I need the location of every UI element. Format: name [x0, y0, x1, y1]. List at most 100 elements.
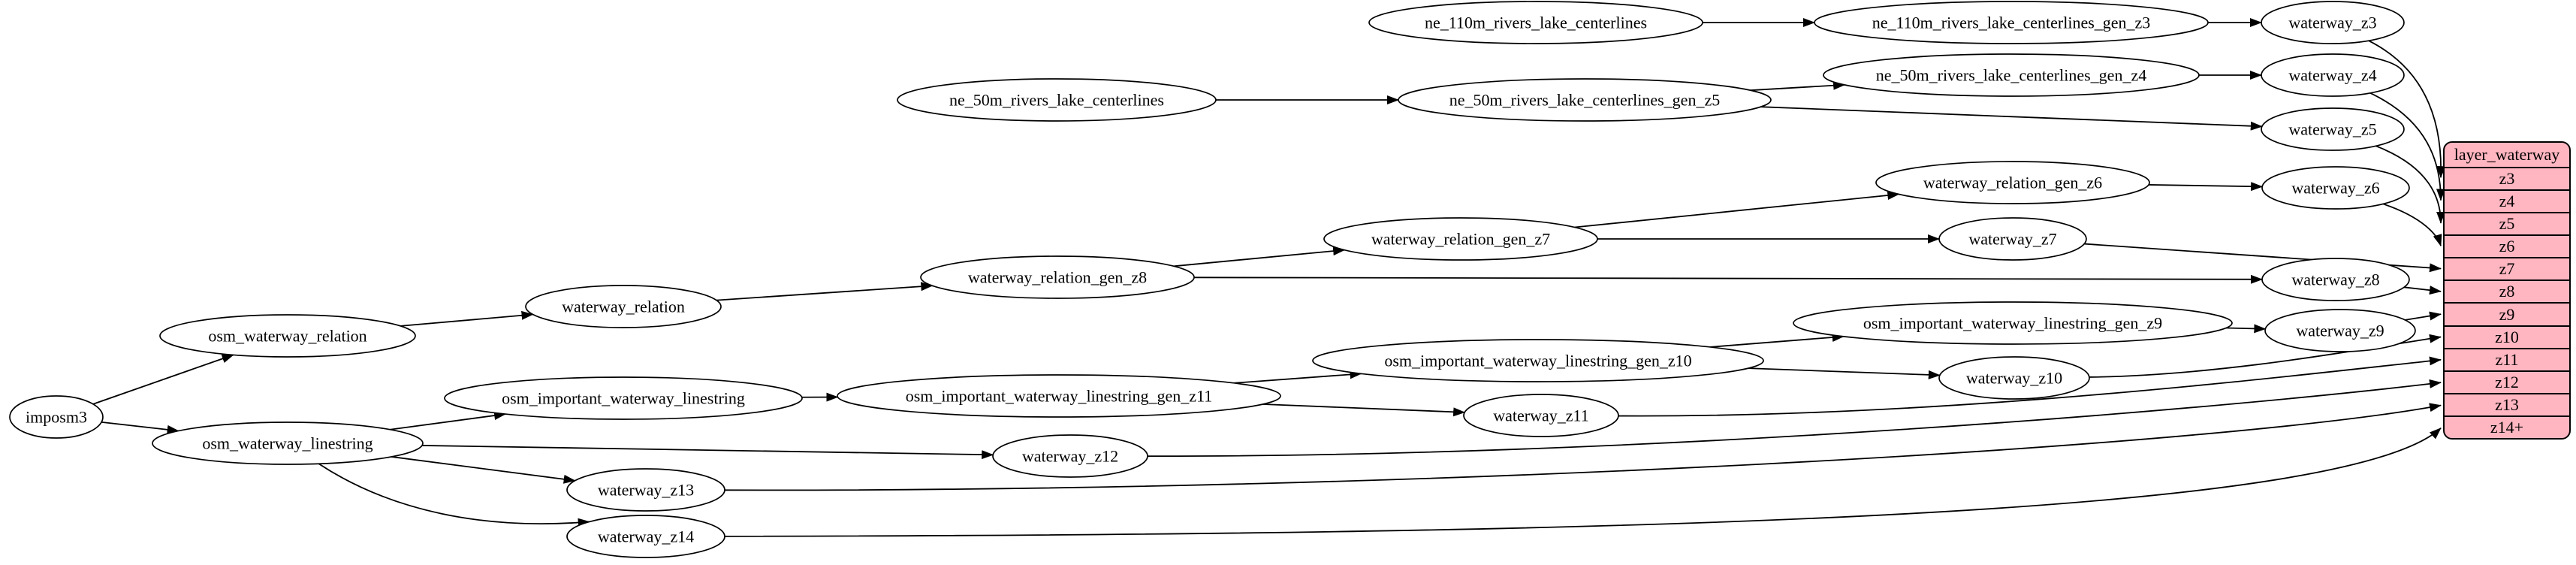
node-osm_important_waterway_linestring_gen_z9: osm_important_waterway_linestring_gen_z9: [1793, 301, 2233, 345]
edge-waterway_z3-to-layer_waterway-z3: [2368, 40, 2446, 179]
node-label: waterway_relation_gen_z6: [1923, 174, 2102, 192]
node-label: waterway_relation: [562, 298, 685, 316]
node-ellipse: [566, 468, 725, 512]
table-row-z7: z7: [2445, 258, 2569, 282]
node-waterway_z14: waterway_z14: [566, 515, 725, 558]
node-waterway_z3: waterway_z3: [2261, 1, 2405, 44]
node-label: waterway_z11: [1493, 406, 1588, 425]
table-row-z9: z9: [2445, 304, 2569, 327]
edge-waterway_relation_gen_z6-to-waterway_z6: [2148, 182, 2264, 192]
node-label: ne_50m_rivers_lake_centerlines_gen_z5: [1449, 91, 1720, 110]
edge-waterway_z11-to-layer_waterway-z11: [1618, 356, 2442, 417]
node-ellipse: [1463, 394, 1619, 437]
edge-osm_waterway_linestring-to-waterway_z12: [422, 445, 994, 460]
node-waterway_relation_gen_z7: waterway_relation_gen_z7: [1323, 217, 1598, 261]
node-ellipse: [152, 421, 424, 465]
edge-waterway_z13-to-layer_waterway-z13: [724, 403, 2442, 491]
node-ellipse: [9, 395, 104, 439]
node-label: waterway_relation_gen_z7: [1371, 230, 1550, 249]
node-label: waterway_z10: [1966, 369, 2062, 388]
node-label: ne_110m_rivers_lake_centerlines: [1425, 14, 1647, 32]
node-ellipse: [1814, 1, 2209, 44]
node-label: osm_important_waterway_linestring_gen_z1…: [906, 387, 1213, 406]
node-waterway_z7: waterway_z7: [1938, 217, 2087, 261]
edge-waterway_z8-to-layer_waterway-z8: [2404, 286, 2442, 295]
edge-waterway_z5-to-layer_waterway-z5: [2375, 145, 2445, 224]
edge-osm_important_waterway_linestring_gen_z9-to-waterway_z9: [2225, 324, 2267, 334]
node-label: ne_50m_rivers_lake_centerlines: [949, 91, 1164, 110]
table-row-z3: z3: [2445, 168, 2569, 192]
edge-waterway_relation-to-waterway_relation_gen_z8: [716, 282, 934, 301]
node-waterway_z5: waterway_z5: [2261, 107, 2405, 151]
node-ellipse: [1938, 217, 2087, 261]
node-label: waterway_z3: [2288, 14, 2376, 32]
node-ellipse: [1938, 356, 2090, 400]
table-row-z5: z5: [2445, 213, 2569, 237]
edge-osm_important_waterway_linestring_gen_z10-to-waterway_z10: [1748, 367, 1941, 379]
node-ellipse: [2261, 107, 2405, 151]
table-row-z13: z13: [2445, 394, 2569, 417]
node-waterway_relation_gen_z8: waterway_relation_gen_z8: [920, 255, 1195, 299]
edge-waterway_z14-to-layer_waterway-z14+: [724, 428, 2442, 537]
node-label: waterway_z4: [2288, 66, 2376, 85]
edge-osm_important_waterway_linestring_gen_z11-to-waterway_z11: [1262, 403, 1466, 417]
table-row-z14+: z14+: [2490, 417, 2524, 437]
edge-waterway_z9-to-layer_waterway-z9: [2405, 311, 2442, 321]
node-waterway_z6: waterway_z6: [2261, 166, 2410, 210]
node-osm_waterway_linestring: osm_waterway_linestring: [152, 421, 424, 465]
edge-osm_waterway_linestring-to-waterway_z13: [391, 456, 576, 484]
node-waterway_relation_gen_z6: waterway_relation_gen_z6: [1875, 161, 2150, 204]
table-row-z10: z10: [2445, 327, 2569, 349]
table-row-z8: z8: [2445, 281, 2569, 304]
edge-osm_waterway_relation-to-waterway_relation: [400, 310, 534, 327]
edge-osm_waterway_linestring-to-waterway_z14: [318, 463, 590, 527]
node-ellipse: [525, 285, 722, 328]
node-ellipse: [992, 434, 1148, 478]
table-row-z6: z6: [2445, 236, 2569, 259]
edge-ne_50m_rivers_lake_centerlines_gen_z5-to-waterway_z5: [1760, 106, 2263, 131]
node-osm_important_waterway_linestring_gen_z10: osm_important_waterway_linestring_gen_z1…: [1312, 339, 1764, 382]
node-waterway_relation: waterway_relation: [525, 285, 722, 328]
node-waterway_z4: waterway_z4: [2261, 53, 2405, 97]
edge-imposm3-to-osm_waterway_relation: [92, 354, 234, 405]
node-waterway_z13: waterway_z13: [566, 468, 725, 512]
node-label: ne_110m_rivers_lake_centerlines_gen_z3: [1872, 14, 2151, 32]
edge-osm_waterway_linestring-to-osm_important_waterway_linestring: [390, 411, 507, 431]
node-ellipse: [1312, 339, 1764, 382]
edge-waterway_relation_gen_z7-to-waterway_relation_gen_z6: [1574, 191, 1900, 228]
edge-osm_important_waterway_linestring_gen_z11-to-osm_important_waterway_linestring_gen_z10: [1233, 370, 1362, 384]
node-label: osm_important_waterway_linestring_gen_z9: [1863, 314, 2162, 333]
node-label: osm_waterway_relation: [208, 327, 366, 346]
edge-waterway_z6-to-layer_waterway-z6: [2382, 203, 2442, 247]
node-label: waterway_z7: [1968, 230, 2056, 249]
edge-osm_important_waterway_linestring_gen_z10-to-osm_important_waterway_linestring_gen_z9: [1709, 333, 1845, 348]
node-label: ne_50m_rivers_lake_centerlines_gen_z4: [1876, 66, 2146, 85]
node-label: waterway_z9: [2296, 322, 2384, 340]
edge-waterway_z4-to-layer_waterway-z4: [2369, 92, 2445, 201]
node-ellipse: [1368, 1, 1703, 44]
node-ne_50m_rivers_lake_centerlines_gen_z5: ne_50m_rivers_lake_centerlines_gen_z5: [1398, 78, 1772, 122]
node-ellipse: [2261, 258, 2410, 301]
edge-waterway_z7-to-layer_waterway-z7: [2084, 243, 2442, 273]
node-ellipse: [2261, 166, 2410, 210]
edge-waterway_relation_gen_z8-to-waterway_relation_gen_z7: [1173, 246, 1346, 267]
node-ellipse: [2261, 1, 2405, 44]
node-label: osm_waterway_linestring: [202, 434, 373, 453]
node-ne_110m_rivers_lake_centerlines_gen_z3: ne_110m_rivers_lake_centerlines_gen_z3: [1814, 1, 2209, 44]
node-label: osm_important_waterway_linestring_gen_z1…: [1384, 352, 1691, 370]
edge-ne_50m_rivers_lake_centerlines_gen_z5-to-ne_50m_rivers_lake_centerlines_gen_z4: [1750, 80, 1846, 92]
edge-waterway_z12-to-layer_waterway-z12: [1147, 379, 2442, 458]
node-ellipse: [920, 255, 1195, 299]
node-ellipse: [159, 314, 416, 358]
node-label: waterway_z5: [2288, 120, 2376, 139]
edge-waterway_z10-to-layer_waterway-z10: [2089, 334, 2442, 378]
node-ellipse: [444, 376, 803, 420]
node-ellipse: [1823, 53, 2200, 97]
node-ellipse: [897, 78, 1217, 122]
table-title: layer_waterway: [2445, 143, 2569, 168]
node-label: waterway_z8: [2291, 270, 2379, 289]
node-label: imposm3: [26, 408, 87, 427]
node-ellipse: [837, 374, 1281, 418]
